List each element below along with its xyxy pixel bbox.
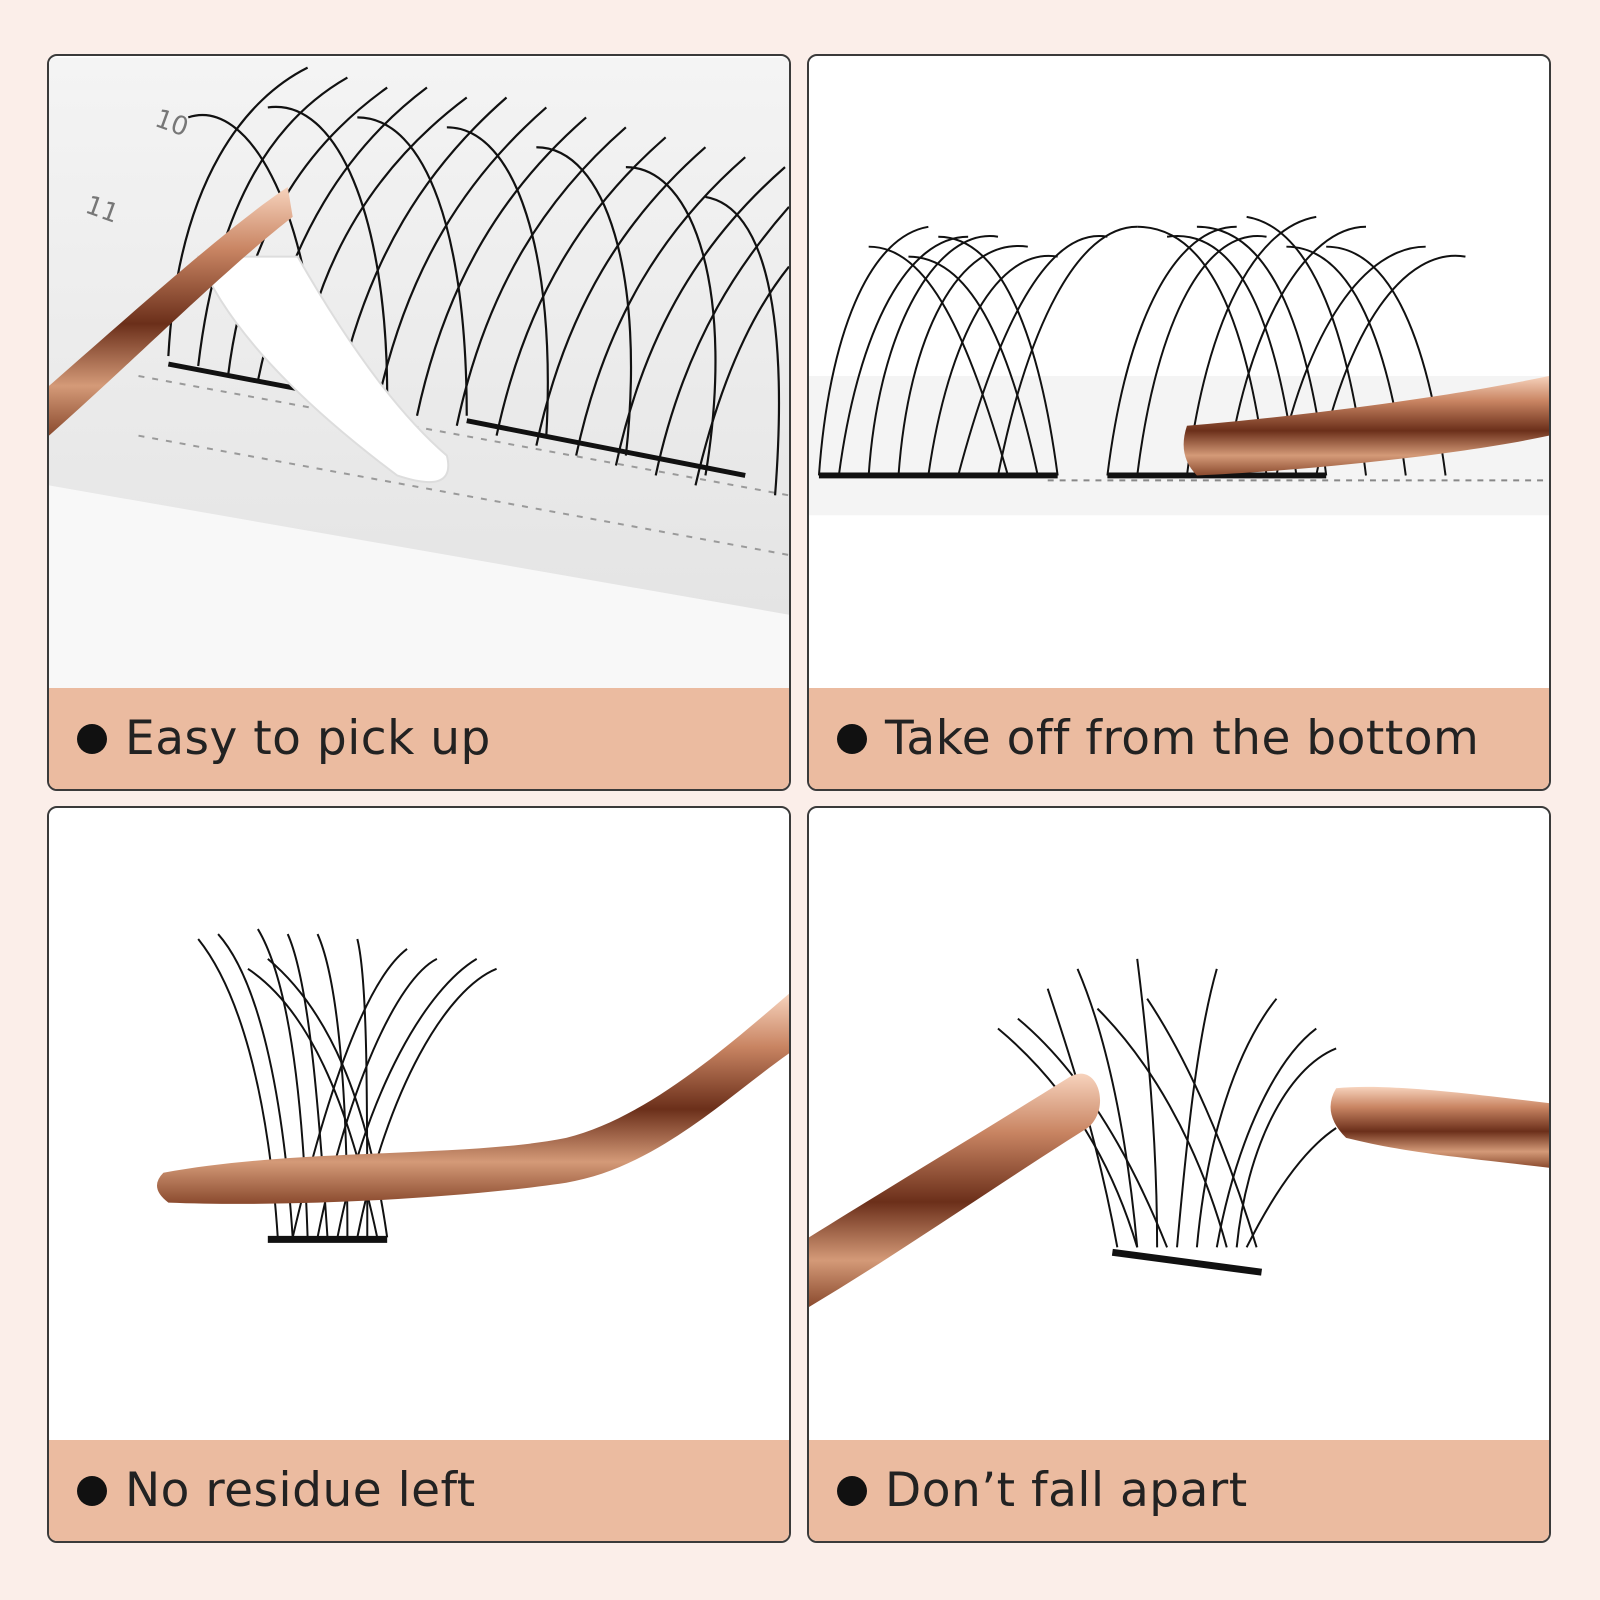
caption-bar: Don’t fall apart (809, 1440, 1549, 1541)
bullet-icon (77, 1475, 107, 1506)
tweezer (157, 993, 789, 1204)
caption-text: No residue left (125, 1463, 476, 1518)
caption-text: Easy to pick up (125, 711, 491, 766)
lash-cluster-photo (49, 809, 789, 1443)
tweezer (49, 187, 293, 436)
bullet-icon (837, 1475, 867, 1506)
caption-bar: No residue left (49, 1440, 789, 1541)
panel-dont-fall-apart: Don’t fall apart (807, 806, 1551, 1543)
bullet-icon (837, 723, 867, 754)
tweezer-right (1330, 1086, 1549, 1168)
lash-strip-photo (809, 57, 1549, 691)
lash-clusters (167, 66, 789, 496)
tweezer-left (809, 1073, 1101, 1308)
panel-no-residue-left: No residue left (47, 806, 791, 1543)
caption-bar: Take off from the bottom (809, 688, 1549, 789)
lash-cluster (997, 958, 1337, 1248)
lash-cluster-photo (809, 809, 1549, 1443)
caption-bar: Easy to pick up (49, 688, 789, 789)
panel-easy-to-pick-up: 10 11 (47, 54, 791, 791)
panel-take-off-from-the-bottom: Take off from the bottom (807, 54, 1551, 791)
bullet-icon (77, 723, 107, 754)
caption-text: Take off from the bottom (885, 711, 1480, 766)
tweezer (1183, 375, 1549, 476)
lash-tray-photo: 10 11 (49, 57, 789, 691)
caption-text: Don’t fall apart (885, 1463, 1248, 1518)
